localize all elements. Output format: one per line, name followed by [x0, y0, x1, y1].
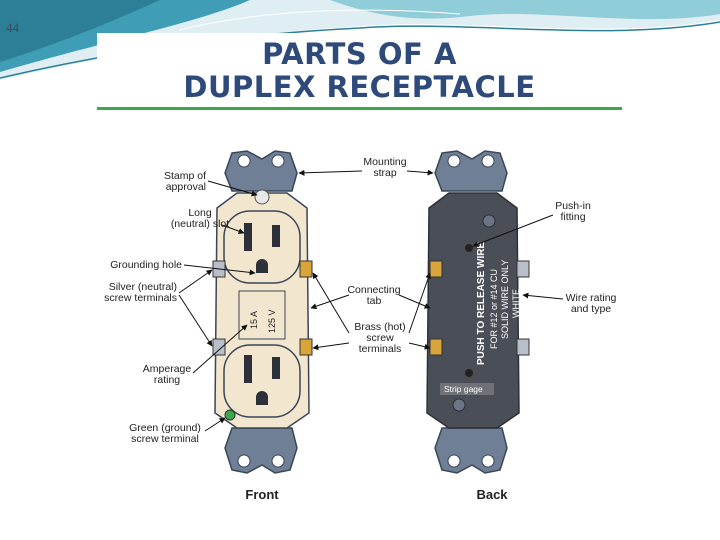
back-text-white: WHITE: [511, 289, 521, 318]
svg-text:Green (ground)screw terminal: Green (ground)screw terminal: [129, 422, 201, 445]
front-receptacle: 15 A 125 V: [212, 150, 313, 474]
figure-title-line-2: DUPLEX RECEPTACLE: [183, 70, 536, 104]
front-view-label: Front: [245, 487, 279, 502]
front-amp-rating: 15 A: [249, 311, 259, 329]
receptacle-diagram: 15 A 125 V Front: [104, 150, 617, 502]
label-grounding-hole: Grounding hole: [110, 259, 256, 276]
svg-text:Silver (neutral)screw terminal: Silver (neutral)screw terminals: [104, 281, 177, 304]
receptacle-figure: PARTS OF A DUPLEX RECEPTACLE: [97, 33, 622, 505]
figure-title-line-1: PARTS OF A: [262, 37, 457, 71]
svg-text:Grounding hole: Grounding hole: [110, 259, 182, 271]
label-silver-neutral-terminals: Silver (neutral)screw terminals: [104, 269, 213, 347]
title-underline: [97, 107, 622, 110]
back-text-wire-gauge: FOR #12 or #14 CU: [489, 269, 499, 349]
page-number: 44: [6, 20, 19, 35]
svg-text:Long(neutral) slot: Long(neutral) slot: [171, 207, 229, 230]
label-long-neutral-slot: Long(neutral) slot: [171, 207, 245, 234]
label-green-ground-terminal: Green (ground)screw terminal: [129, 417, 226, 445]
back-text-push-release: PUSH TO RELEASE WIRE: [476, 242, 487, 365]
back-receptacle: Strip gage PUSH TO RELEASE WIRE FOR #12 …: [426, 150, 530, 474]
front-volt-rating: 125 V: [267, 309, 277, 333]
back-view-label: Back: [476, 487, 508, 502]
back-text-solid-wire: SOLID WIRE ONLY: [500, 260, 510, 339]
strip-gage-label: Strip gage: [444, 384, 483, 394]
